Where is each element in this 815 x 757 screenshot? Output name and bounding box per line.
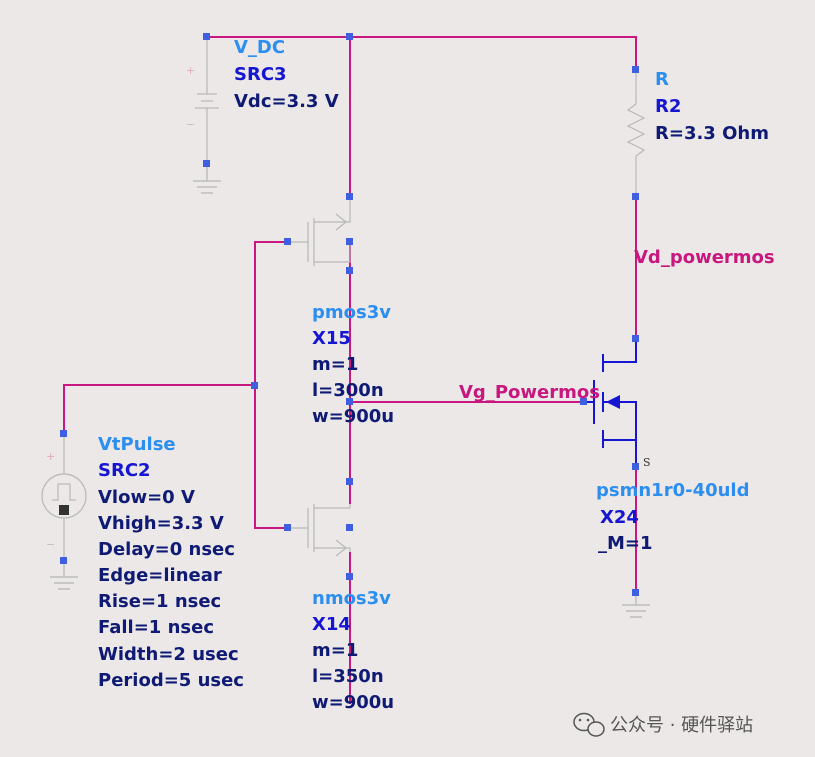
svg-text:−: − (46, 538, 55, 551)
powermos-id-label: X24 (600, 507, 639, 528)
pmos-param: m=1 (312, 354, 358, 375)
watermark-text: 公众号 · 硬件驿站 (610, 715, 753, 736)
resistor-type-label: R (655, 69, 669, 90)
svg-text:+: + (46, 450, 55, 463)
pulse-labels: VtPulse SRC2 Vlow=0 V Vhigh=3.3 V Delay=… (98, 434, 244, 691)
pulse-param: Edge=linear (98, 565, 222, 586)
watermark: 公众号 · 硬件驿站 (573, 712, 753, 737)
vdc-source-symbol[interactable]: + − (186, 37, 221, 194)
inverter-input-wire (254, 241, 288, 529)
nmos-labels: nmos3v X14 m=1 l=350n w=900u (312, 588, 394, 713)
pulse-param: Vlow=0 V (98, 487, 195, 508)
nmos-param: l=350n (312, 666, 384, 687)
pulse-param: Delay=0 nsec (98, 539, 235, 560)
vdc-id-label: SRC3 (234, 64, 287, 85)
vdc-type-label: V_DC (234, 37, 285, 58)
vdc-labels: V_DC SRC3 Vdc=3.3 V (234, 37, 339, 112)
nmos-type-label: nmos3v (312, 588, 391, 609)
resistor-labels: R R2 R=3.3 Ohm (655, 69, 769, 144)
nmos-id-label: X14 (312, 614, 351, 635)
powermos-symbol[interactable]: S (583, 338, 651, 469)
nmos-param: w=900u (312, 692, 394, 713)
pulse-type-label: VtPulse (98, 434, 176, 455)
powermos-labels: psmn1r0-40uld X24 _M=1 (596, 480, 749, 554)
powermos-type-label: psmn1r0-40uld (596, 480, 749, 501)
pmos-id-label: X15 (312, 328, 351, 349)
pulse-param: Period=5 usec (98, 670, 244, 691)
svg-text:−: − (186, 118, 195, 131)
pulse-param: Vhigh=3.3 V (98, 513, 224, 534)
net-label-gate: Vg_Powermos (459, 382, 600, 403)
pmos-symbol[interactable] (288, 196, 351, 266)
vdc-param: Vdc=3.3 V (234, 91, 339, 112)
source-pin-label: S (643, 456, 651, 469)
wechat-icon (573, 712, 605, 737)
pmos-param: w=900u (312, 406, 394, 427)
pulse-input-wire (63, 384, 255, 434)
pmos-type-label: pmos3v (312, 302, 391, 323)
pulse-source-symbol[interactable]: + − (41, 434, 87, 590)
pulse-param: Width=2 usec (98, 644, 239, 665)
resistor-param: R=3.3 Ohm (655, 123, 769, 144)
nmos-symbol[interactable] (288, 504, 351, 557)
pulse-param: Fall=1 nsec (98, 617, 214, 638)
pulse-param: Rise=1 nsec (98, 591, 221, 612)
pins (60, 33, 639, 596)
pulse-id-label: SRC2 (98, 460, 151, 481)
pmos-param: l=300n (312, 380, 384, 401)
svg-text:+: + (186, 64, 195, 77)
resistor-symbol[interactable] (626, 70, 646, 196)
net-label-drain: Vd_powermos (634, 247, 775, 268)
pmos-labels: pmos3v X15 m=1 l=300n w=900u (312, 302, 394, 427)
resistor-id-label: R2 (655, 96, 681, 117)
nmos-param: m=1 (312, 640, 358, 661)
powermos-param: _M=1 (598, 533, 653, 554)
